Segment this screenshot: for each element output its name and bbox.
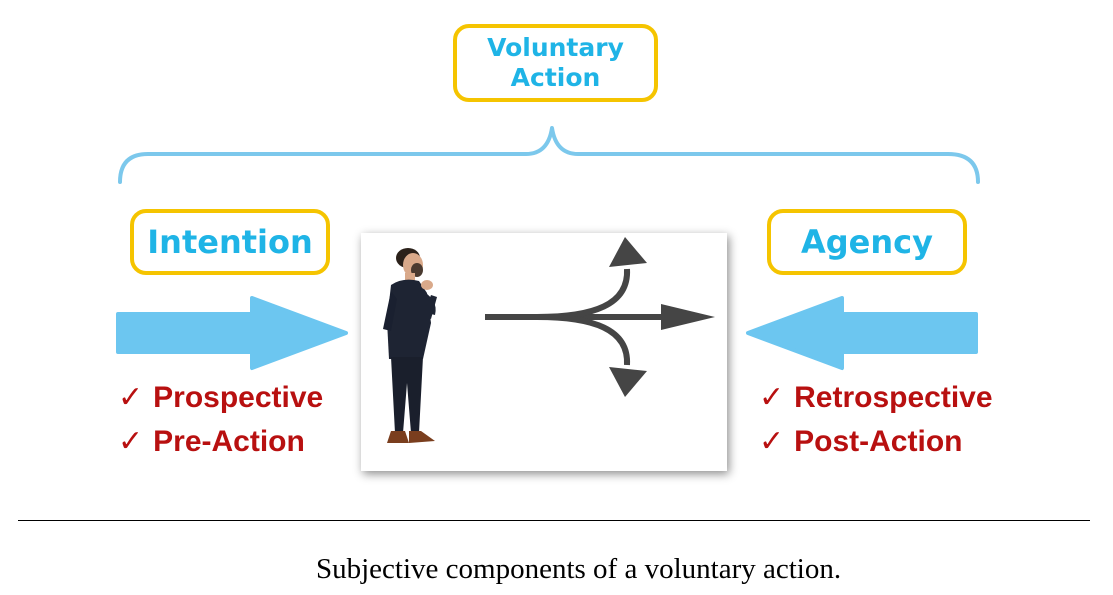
voluntary-action-box: Voluntary Action bbox=[453, 24, 658, 102]
crossroads-illustration bbox=[361, 233, 727, 471]
intention-label: Intention bbox=[147, 223, 313, 261]
voluntary-action-label-line2: Action bbox=[510, 63, 601, 92]
agency-label: Agency bbox=[801, 223, 933, 261]
check-mark-icon: ✓ bbox=[759, 381, 785, 414]
figure-caption: Subjective components of a voluntary act… bbox=[316, 553, 842, 585]
caption-divider bbox=[18, 520, 1090, 521]
fork-arrows bbox=[485, 237, 715, 397]
voluntary-action-label-line1: Voluntary bbox=[487, 33, 624, 62]
list-item-text: Post-Action bbox=[794, 425, 963, 458]
check-mark-icon: ✓ bbox=[118, 381, 144, 414]
curly-brace bbox=[118, 126, 980, 184]
intention-properties-list: ✓ Prospective ✓ Pre-Action bbox=[118, 376, 323, 464]
list-item: ✓ Pre-Action bbox=[118, 420, 323, 464]
businessman-figure bbox=[383, 248, 437, 443]
left-pointing-arrow bbox=[746, 296, 978, 370]
agency-box: Agency bbox=[767, 209, 967, 275]
list-item-text: Pre-Action bbox=[153, 425, 305, 458]
check-mark-icon: ✓ bbox=[759, 425, 785, 458]
list-item: ✓ Retrospective bbox=[759, 376, 993, 420]
list-item-text: Retrospective bbox=[794, 381, 993, 414]
intention-box: Intention bbox=[130, 209, 330, 275]
right-pointing-arrow bbox=[116, 296, 348, 370]
list-item: ✓ Prospective bbox=[118, 376, 323, 420]
list-item: ✓ Post-Action bbox=[759, 420, 993, 464]
list-item-text: Prospective bbox=[153, 381, 324, 414]
agency-properties-list: ✓ Retrospective ✓ Post-Action bbox=[759, 376, 993, 464]
check-mark-icon: ✓ bbox=[118, 425, 144, 458]
